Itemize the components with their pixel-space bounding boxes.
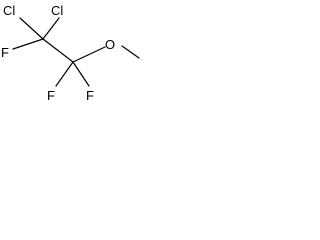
bond-c1-cl-right xyxy=(42,17,60,40)
bond-c2-f-right xyxy=(72,61,90,87)
atom-label-cl-right: Cl xyxy=(51,3,63,18)
bond-c1-cl-left xyxy=(19,17,44,40)
bond-c1-f xyxy=(12,38,44,50)
atom-label-o: O xyxy=(105,37,115,52)
bond-c2-f-left xyxy=(55,61,74,87)
bond-c1-c2 xyxy=(42,38,74,63)
atom-label-cl-left: Cl xyxy=(3,3,15,18)
chemical-structure-diagram: Cl Cl F O F F xyxy=(1,3,140,103)
bond-c2-o xyxy=(72,46,106,63)
atom-label-f-bottom-left: F xyxy=(47,88,55,103)
atom-label-f-bottom-right: F xyxy=(86,88,94,103)
bond-o-methyl xyxy=(121,45,140,59)
atom-label-f-top: F xyxy=(1,45,9,60)
